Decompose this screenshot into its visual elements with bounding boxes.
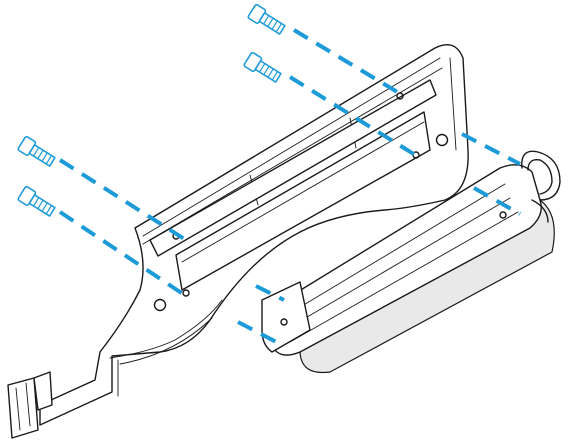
screw-icon	[243, 51, 282, 83]
screw-icon	[247, 3, 286, 35]
drive-carrier-front-rail	[261, 281, 311, 353]
bracket-hole	[153, 298, 167, 312]
screw-icon	[17, 135, 56, 167]
release-handle	[521, 150, 561, 223]
drive-carrier	[261, 164, 555, 374]
carrier-hole	[280, 318, 288, 326]
bracket-foot-tab	[7, 377, 39, 439]
screw-icon	[17, 185, 56, 217]
screws-group	[17, 3, 286, 217]
guide-line	[237, 320, 285, 348]
guide-line	[255, 284, 285, 302]
guide-line	[292, 28, 406, 98]
bracket-hole	[396, 92, 404, 100]
guide-line	[473, 186, 521, 216]
guide-line	[461, 132, 521, 166]
bracket-hole	[182, 289, 190, 297]
bracket-hole	[435, 133, 449, 147]
bracket-retaining-bar	[175, 111, 431, 291]
insertion-guides	[58, 28, 521, 348]
carrier-hole	[499, 211, 507, 219]
